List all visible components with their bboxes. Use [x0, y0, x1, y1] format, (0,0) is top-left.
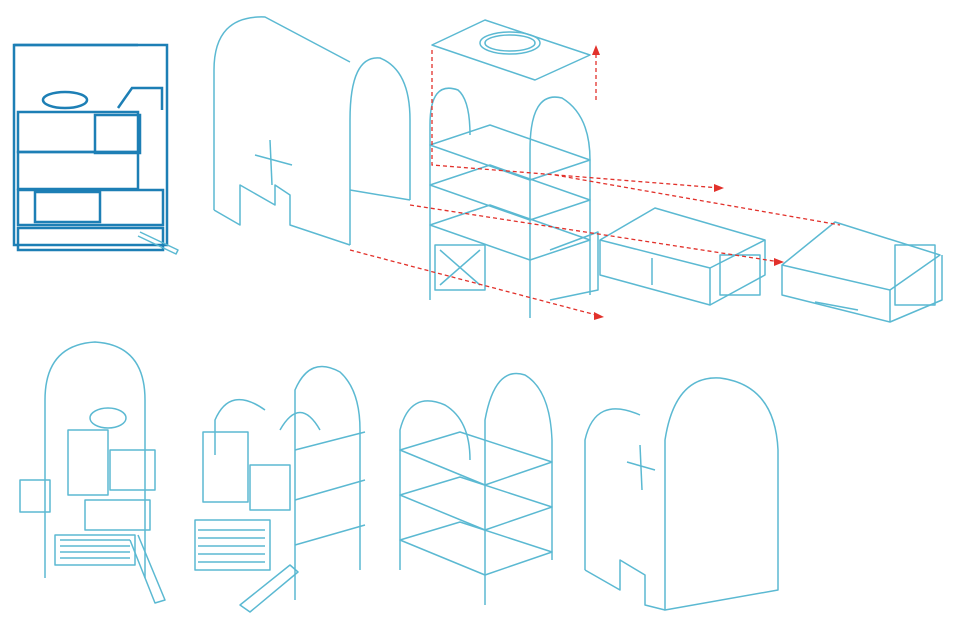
frame-iso-view — [399, 372, 553, 605]
section-view — [12, 43, 179, 255]
assembled-front-view — [19, 341, 166, 604]
module-a — [599, 207, 766, 306]
roof-plate — [431, 19, 591, 81]
frame-exploded — [429, 87, 599, 318]
explode-arrows — [349, 45, 841, 320]
shell-iso-view — [584, 377, 779, 611]
assembled-iso-view — [194, 365, 366, 613]
module-b — [781, 221, 943, 323]
shell-exploded — [213, 16, 411, 246]
